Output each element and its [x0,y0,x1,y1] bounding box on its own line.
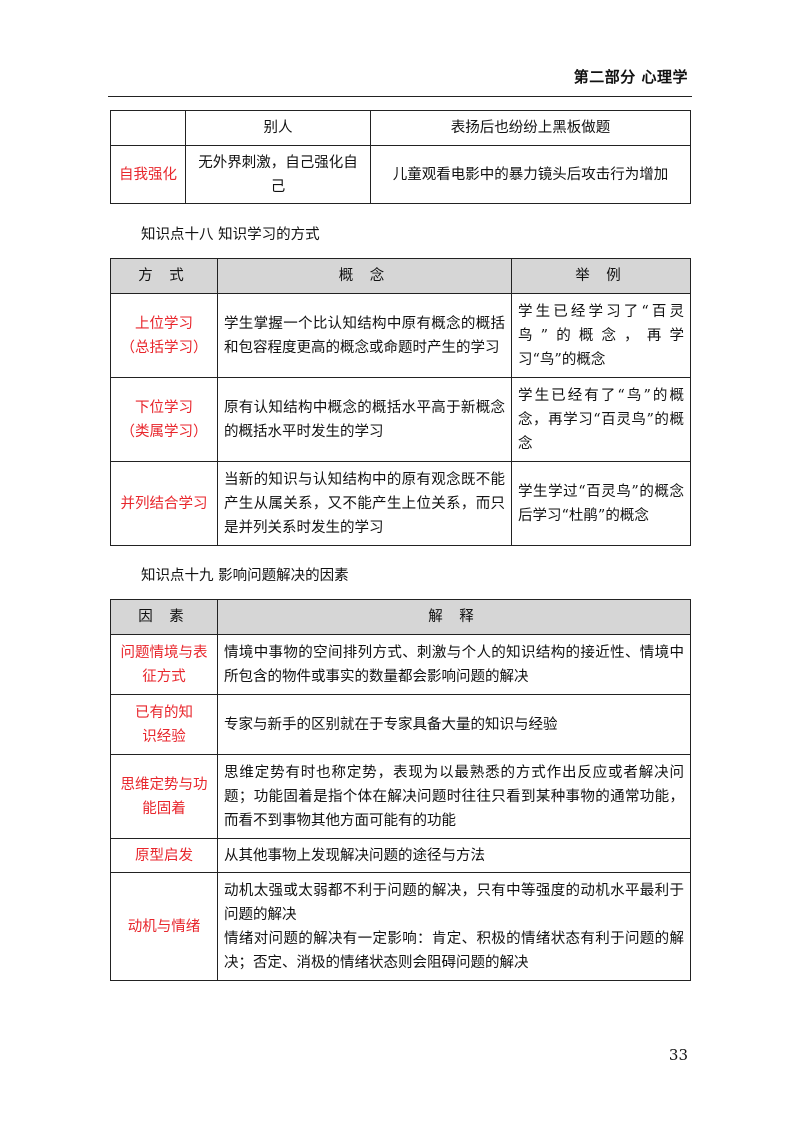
table-cell: 儿童观看电影中的暴力镜头后攻击行为增加 [370,145,691,204]
column-header: 举 例 [511,258,691,294]
section-title-18: 知识点十八 知识学习的方式 [141,227,320,243]
table-header-row: 方 式 概 念 举 例 [110,258,691,294]
term-line: 下位学习 [135,399,193,416]
explanation-paragraph: 情绪对问题的解决有一定影响：肯定、积极的情绪状态有利于问题的解决；否定、消极的情… [224,930,684,971]
header-rule [108,96,692,97]
table-cell-concept: 学生掌握一个比认知结构中原有概念的概括和包容程度更高的概念或命题时产生的学习 [217,293,512,378]
table-cell-term: 动机与情绪 [110,872,218,981]
table-cell-term: 问题情境与表征方式 [110,634,218,695]
table-row: 下位学习 （类属学习） 原有认知结构中概念的概括水平高于新概念的概括水平时发生的… [110,377,691,462]
problem-solving-factors-table: 因 素 解 释 问题情境与表征方式 情境中事物的空间排列方式、刺激与个人的知识结… [110,599,691,981]
table-row: 已有的知识经验 专家与新手的区别就在于专家具备大量的知识与经验 [110,694,691,755]
column-header: 概 念 [217,258,512,294]
table-header-row: 因 素 解 释 [110,599,691,635]
section-title-19: 知识点十九 影响问题解决的因素 [141,568,349,584]
table-cell: 别人 [185,110,371,146]
table-cell-explanation: 动机太强或太弱都不利于问题的解决，只有中等强度的动机水平最利于问题的解决 情绪对… [217,872,691,981]
table-cell-term: 已有的知识经验 [110,694,218,755]
table-row: 并列结合学习 当新的知识与认知结构中的原有观念既不能产生从属关系，又不能产生上位… [110,461,691,546]
table-cell-term: 原型启发 [110,838,218,873]
table-cell-explanation: 专家与新手的区别就在于专家具备大量的知识与经验 [217,694,691,755]
table-cell-term: 下位学习 （类属学习） [110,377,218,462]
table-cell-term: 自我强化 [110,145,186,204]
table-cell-term: 上位学习 （总括学习） [110,293,218,378]
table-row: 上位学习 （总括学习） 学生掌握一个比认知结构中原有概念的概括和包容程度更高的概… [110,293,691,378]
table-cell-explanation: 情境中事物的空间排列方式、刺激与个人的知识结构的接近性、情境中所包含的物件或事实… [217,634,691,695]
column-header: 解 释 [217,599,691,635]
table-cell-example: 学生学过“百灵鸟”的概念后学习“杜鹃”的概念 [511,461,691,546]
term-line: （类属学习） [120,423,208,440]
table-cell-explanation: 思维定势有时也称定势，表现为以最熟悉的方式作出反应或者解决问题；功能固着是指个体… [217,754,691,839]
explanation-paragraph: 动机太强或太弱都不利于问题的解决，只有中等强度的动机水平最利于问题的解决 [224,882,684,923]
table-cell: 表扬后也纷纷上黑板做题 [370,110,691,146]
column-header: 因 素 [110,599,218,635]
table-cell-concept: 当新的知识与认知结构中的原有观念既不能产生从属关系，又不能产生上位关系，而只是并… [217,461,512,546]
running-header: 第二部分 心理学 [573,68,688,86]
table-cell-concept: 原有认知结构中概念的概括水平高于新概念的概括水平时发生的学习 [217,377,512,462]
table-cell-example: 学生已经学习了“百灵鸟”的概念，再学习“鸟”的概念 [511,293,691,378]
term-line: 上位学习 [135,315,193,332]
table-row: 问题情境与表征方式 情境中事物的空间排列方式、刺激与个人的知识结构的接近性、情境… [110,634,691,695]
table-row: 思维定势与功能固着 思维定势有时也称定势，表现为以最熟悉的方式作出反应或者解决问… [110,754,691,839]
table-cell: 无外界刺激，自己强化自己 [185,145,371,204]
table-row: 别人 表扬后也纷纷上黑板做题 [110,110,691,146]
page-number: 33 [668,1046,688,1064]
table-row: 动机与情绪 动机太强或太弱都不利于问题的解决，只有中等强度的动机水平最利于问题的… [110,872,691,981]
table-cell-explanation: 从其他事物上发现解决问题的途径与方法 [217,838,691,873]
term-line: （总括学习） [120,339,208,356]
learning-modes-table: 方 式 概 念 举 例 上位学习 （总括学习） 学生掌握一个比认知结构中原有概念… [110,258,691,546]
table-cell-term: 思维定势与功能固着 [110,754,218,839]
table-row: 自我强化 无外界刺激，自己强化自己 儿童观看电影中的暴力镜头后攻击行为增加 [110,145,691,204]
table-cell-term: 并列结合学习 [110,461,218,546]
table-row: 原型启发 从其他事物上发现解决问题的途径与方法 [110,838,691,873]
table-cell [110,110,186,146]
column-header: 方 式 [110,258,218,294]
reinforcement-table: 别人 表扬后也纷纷上黑板做题 自我强化 无外界刺激，自己强化自己 儿童观看电影中… [110,110,691,204]
table-cell-example: 学生已经有了“鸟”的概念，再学习“百灵鸟”的概念 [511,377,691,462]
